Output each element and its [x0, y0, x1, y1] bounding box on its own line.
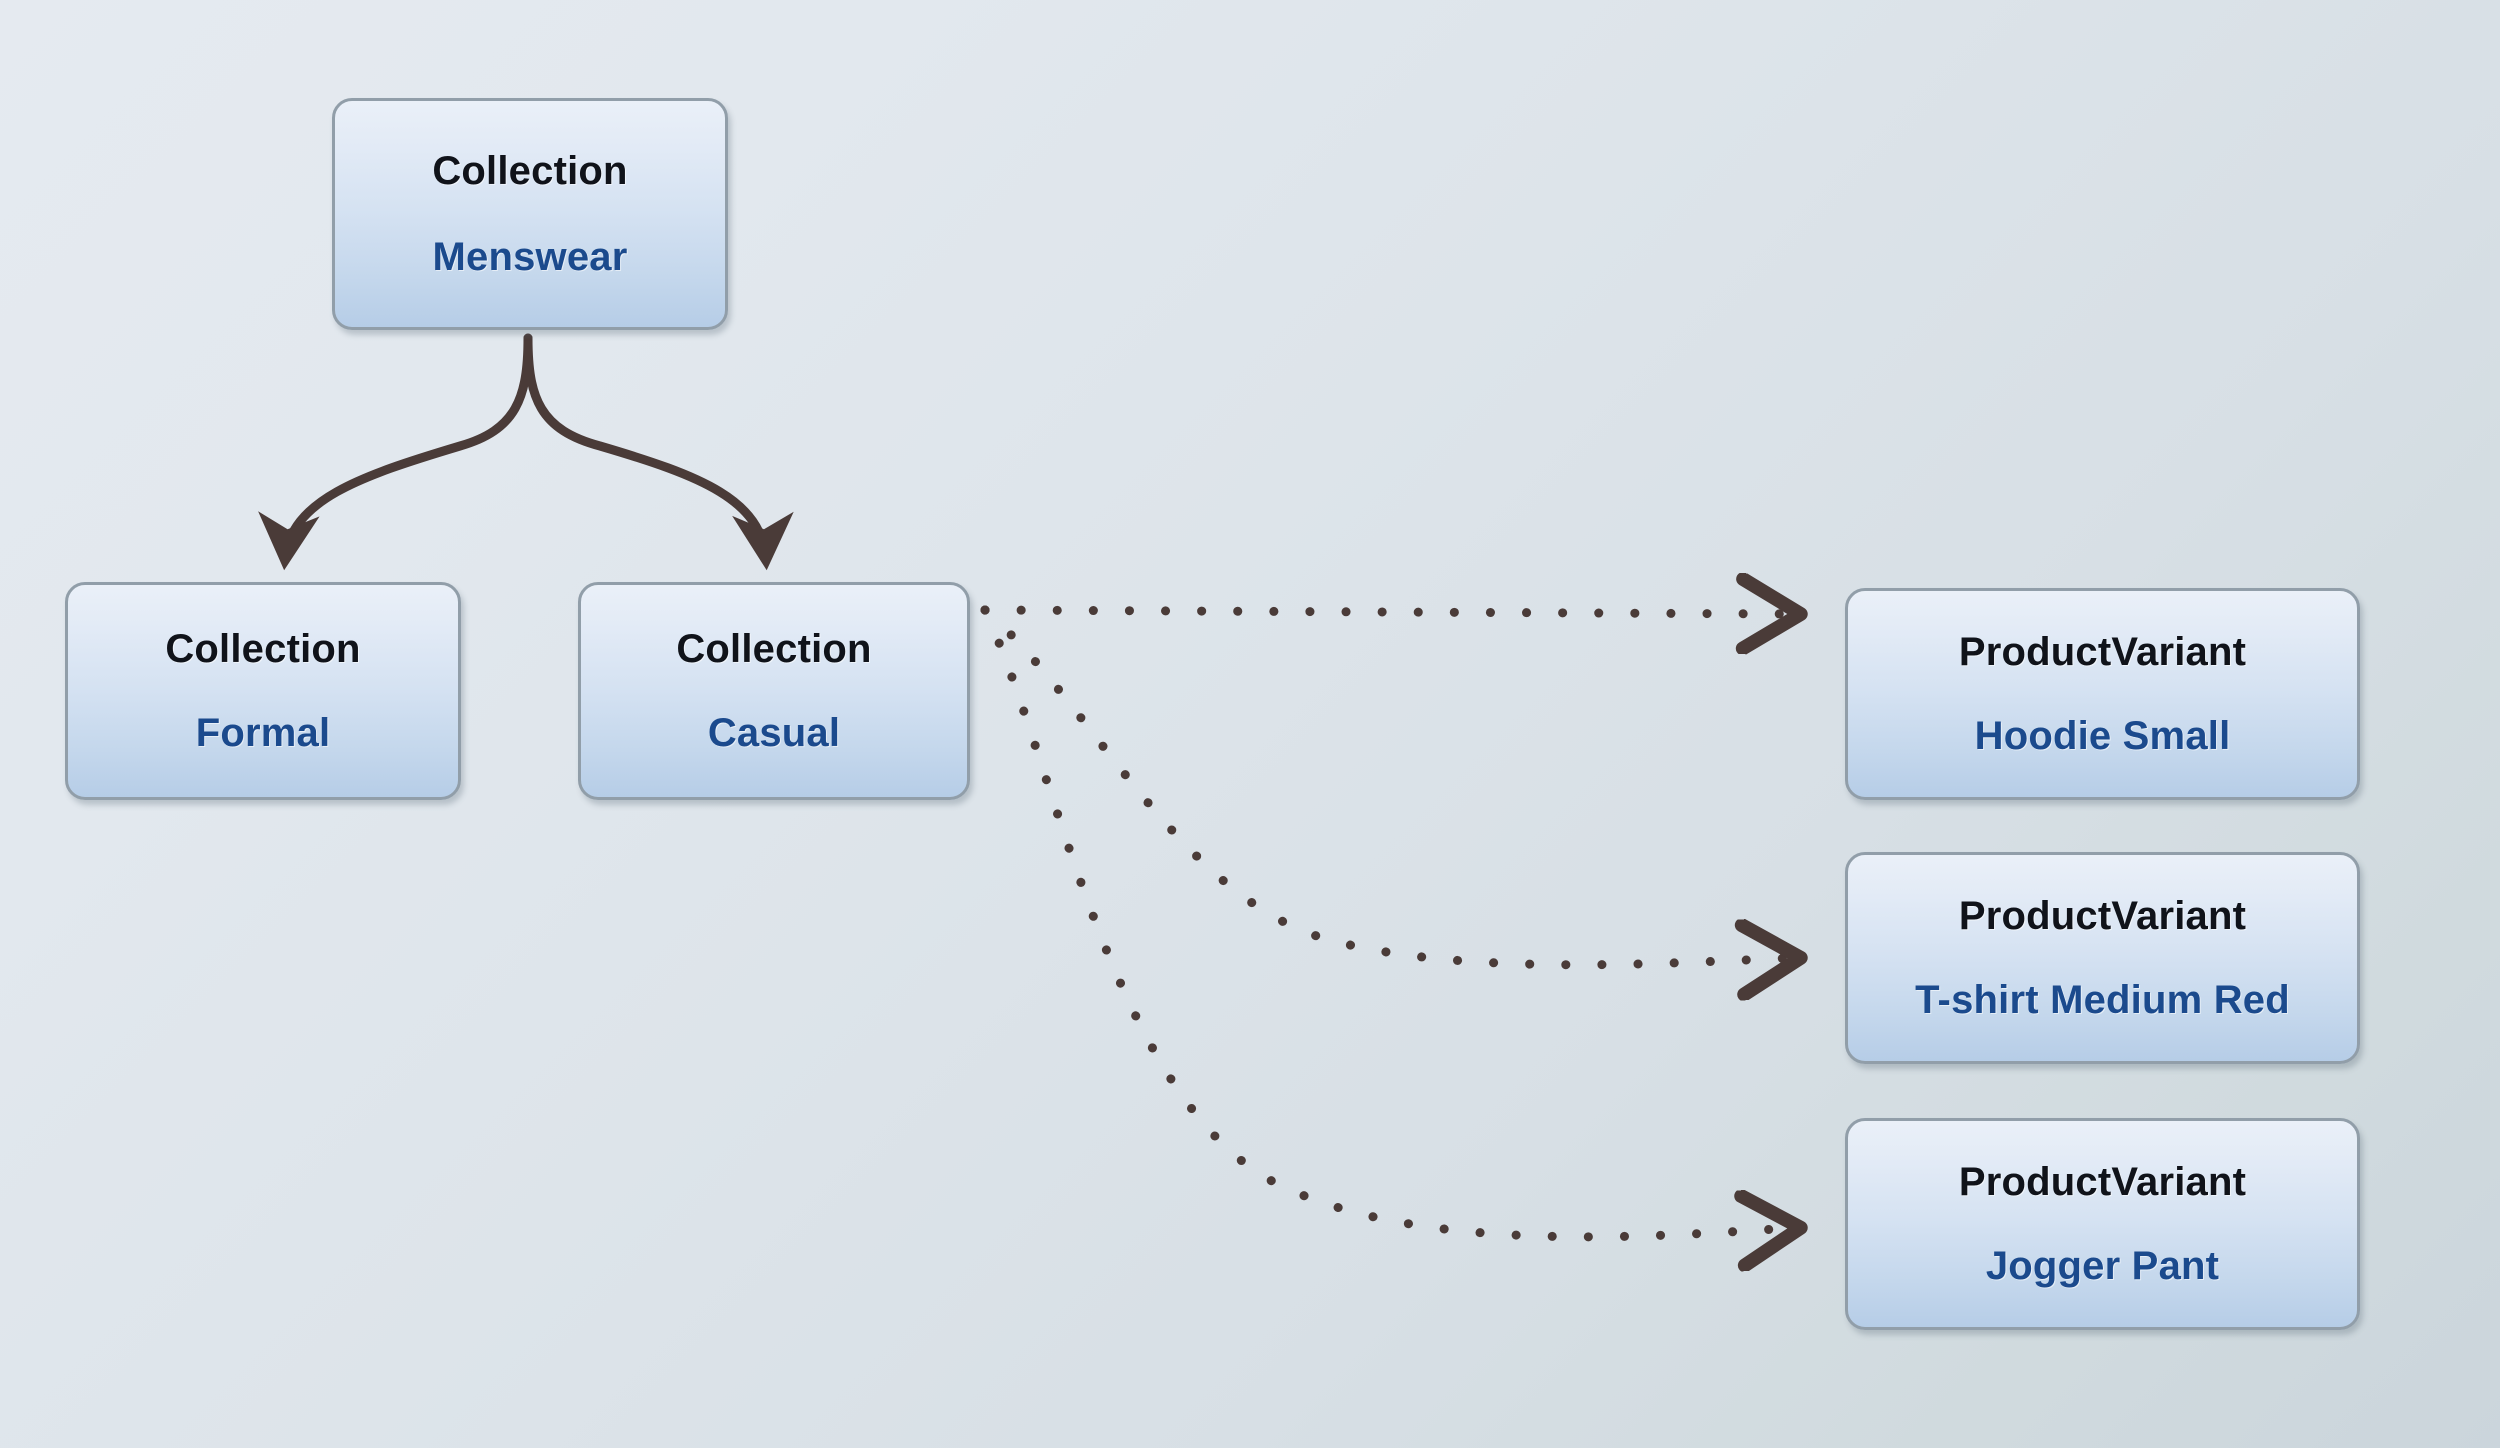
node-value-label: Hoodie Small [1974, 714, 2231, 758]
node-value-label: Jogger Pant [1985, 1244, 2220, 1288]
node-type-label: ProductVariant [1958, 894, 2247, 938]
node-value-label: T-shirt Medium Red [1915, 978, 2290, 1022]
node-value-label: Formal [195, 711, 331, 755]
node-type-label: Collection [676, 627, 872, 671]
node-value-label: Menswear [432, 235, 628, 279]
edge-menswear-to-formal [258, 333, 533, 571]
node-productvariant-jogger-pant[interactable]: ProductVariant Jogger Pant [1845, 1118, 2360, 1330]
edge-casual-to-tshirt-medium-red [980, 605, 1795, 965]
node-type-label: ProductVariant [1958, 630, 2247, 674]
node-type-label: ProductVariant [1958, 1160, 2247, 1204]
node-value-label: Casual [707, 711, 841, 755]
node-type-label: Collection [165, 627, 361, 671]
node-productvariant-tshirt-medium-red[interactable]: ProductVariant T-shirt Medium Red [1845, 852, 2360, 1064]
node-type-label: Collection [432, 149, 628, 193]
node-collection-casual[interactable]: Collection Casual [578, 582, 970, 800]
node-productvariant-hoodie-small[interactable]: ProductVariant Hoodie Small [1845, 588, 2360, 800]
node-collection-menswear[interactable]: Collection Menswear [332, 98, 728, 330]
node-collection-formal[interactable]: Collection Formal [65, 582, 461, 800]
edge-menswear-to-casual [523, 333, 794, 571]
